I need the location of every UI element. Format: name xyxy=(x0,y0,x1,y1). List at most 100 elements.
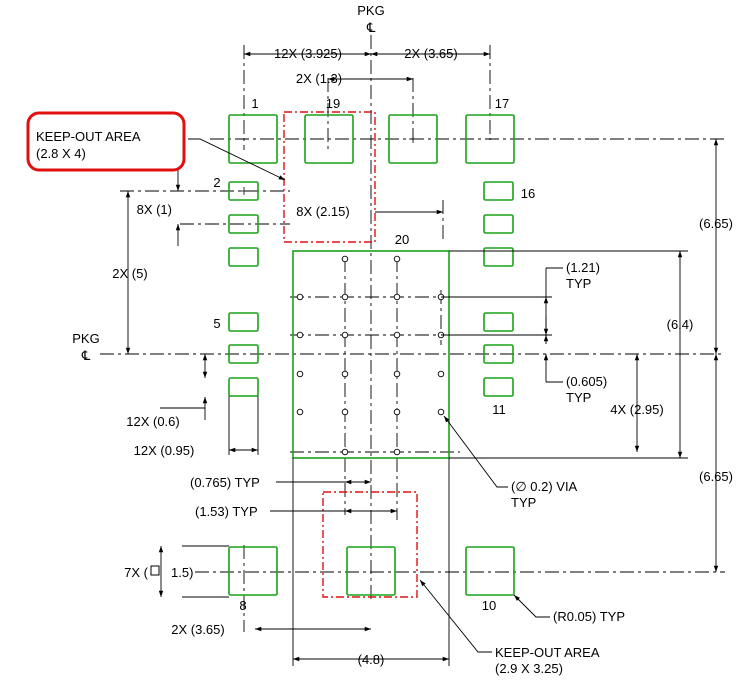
via xyxy=(296,370,304,378)
label-8x-1: 8X (1) xyxy=(137,202,172,217)
pin-number-2: 2 xyxy=(213,175,220,190)
keepout-top-size: (2.8 X 4) xyxy=(36,146,86,161)
square-icon xyxy=(150,565,160,576)
pad-11 xyxy=(483,377,514,397)
pad-17 xyxy=(465,114,515,164)
label-0765: (0.765) TYP xyxy=(190,475,260,490)
via xyxy=(341,448,349,456)
pad-2 xyxy=(228,181,259,201)
label-12x-095: 12X (0.95) xyxy=(134,443,195,458)
label-2x-365-bottom: 2X (3.65) xyxy=(171,622,224,637)
label-665-bottom: (6.65) xyxy=(699,469,733,484)
pin-number-16: 16 xyxy=(521,186,535,201)
bottom-dimensions xyxy=(270,458,450,666)
keepout-top-title: KEEP-OUT AREA xyxy=(36,129,141,144)
pin-number-19: 19 xyxy=(326,96,340,111)
pin-number-8: 8 xyxy=(239,598,246,613)
via xyxy=(393,255,401,263)
top-dimensions xyxy=(244,51,490,240)
pad-10 xyxy=(465,546,515,596)
pad-18 xyxy=(388,114,438,164)
label-48: (4.8) xyxy=(358,652,385,667)
top-row-pads xyxy=(228,114,515,164)
pin-numbers: 1 19 17 2 5 16 20 11 8 10 xyxy=(213,96,535,613)
thermal-pad-20 xyxy=(292,250,450,459)
pkg-left-label: PKG xyxy=(72,331,99,346)
pin-number-1: 1 xyxy=(251,96,258,111)
annotations: PKG ℄ PKG ℄ 12X (3.925) 2X (3.65) 2X (1.… xyxy=(36,3,733,676)
label-4x-295: 4X (2.95) xyxy=(610,402,663,417)
label-121: (1.21) xyxy=(566,260,600,275)
via xyxy=(393,331,401,339)
via xyxy=(296,331,304,339)
label-8x-215: 8X (2.15) xyxy=(296,204,349,219)
pad-12 xyxy=(483,344,514,364)
pad-13 xyxy=(483,312,514,332)
pad-1 xyxy=(228,114,278,164)
bottom-row-pads xyxy=(228,546,515,596)
pkg-top-cl-symbol: ℄ xyxy=(366,20,376,35)
keepout-bottom-title: KEEP-OUT AREA xyxy=(495,645,600,660)
label-via: (∅ 0.2) VIA xyxy=(511,479,578,494)
pad-4 xyxy=(228,247,259,267)
keepout-area-bottom xyxy=(322,491,418,598)
label-via-typ: TYP xyxy=(511,495,536,510)
leader-r005 xyxy=(513,594,550,618)
label-12x-3925: 12X (3.925) xyxy=(274,46,342,61)
leader-via xyxy=(443,415,508,488)
thermal-vias xyxy=(296,255,445,456)
label-153: (1.53) TYP xyxy=(195,504,258,519)
via xyxy=(296,293,304,301)
pkg-top-label: PKG xyxy=(357,3,384,18)
label-r005: (R0.05) TYP xyxy=(553,609,625,624)
via xyxy=(341,255,349,263)
label-0605: (0.605) xyxy=(566,374,607,389)
pad-18-center-mark xyxy=(409,135,417,143)
via xyxy=(341,293,349,301)
label-7x-prefix: 7X ( xyxy=(124,565,149,580)
pin-number-11: 11 xyxy=(492,402,506,417)
pin-number-20: 20 xyxy=(395,232,409,247)
pad-19 xyxy=(304,114,354,164)
label-121-typ: TYP xyxy=(566,276,591,291)
keepout-bottom-size: (2.9 X 3.25) xyxy=(495,661,563,676)
pin-number-10: 10 xyxy=(482,598,496,613)
centerlines xyxy=(100,35,725,632)
pin-number-17: 17 xyxy=(495,96,509,111)
pad-14 xyxy=(483,247,514,267)
right-column-pads xyxy=(483,181,514,397)
label-665-top: (6.65) xyxy=(699,216,733,231)
label-2x-5: 2X (5) xyxy=(112,266,147,281)
via xyxy=(393,370,401,378)
via xyxy=(341,331,349,339)
label-7x-value: 1.5) xyxy=(171,565,193,580)
pad-8 xyxy=(228,546,278,596)
pad-5 xyxy=(228,312,259,332)
pad-6 xyxy=(228,344,259,364)
keepout-top-highlight xyxy=(26,111,186,172)
right-dimensions xyxy=(441,139,719,572)
pin-number-5: 5 xyxy=(213,316,220,331)
pad-2-center-mark xyxy=(240,187,248,195)
pad-3 xyxy=(228,214,259,234)
via xyxy=(393,448,401,456)
label-2x-13: 2X (1.3) xyxy=(296,71,342,86)
via xyxy=(437,408,445,416)
left-column-pads xyxy=(228,181,259,397)
via xyxy=(437,370,445,378)
keepout-area-top xyxy=(283,111,376,243)
pad-16 xyxy=(483,181,514,201)
via xyxy=(393,408,401,416)
label-64: (6.4) xyxy=(667,317,694,332)
leader-keepout-top xyxy=(188,138,286,181)
via xyxy=(296,408,304,416)
via xyxy=(341,408,349,416)
pad-15 xyxy=(483,214,514,234)
label-2x-365-top: 2X (3.65) xyxy=(404,46,457,61)
via xyxy=(393,293,401,301)
leader-keepout-bottom xyxy=(419,579,492,653)
label-0605-typ: TYP xyxy=(566,390,591,405)
label-12x-06: 12X (0.6) xyxy=(126,414,179,429)
pad-9 xyxy=(346,546,396,596)
